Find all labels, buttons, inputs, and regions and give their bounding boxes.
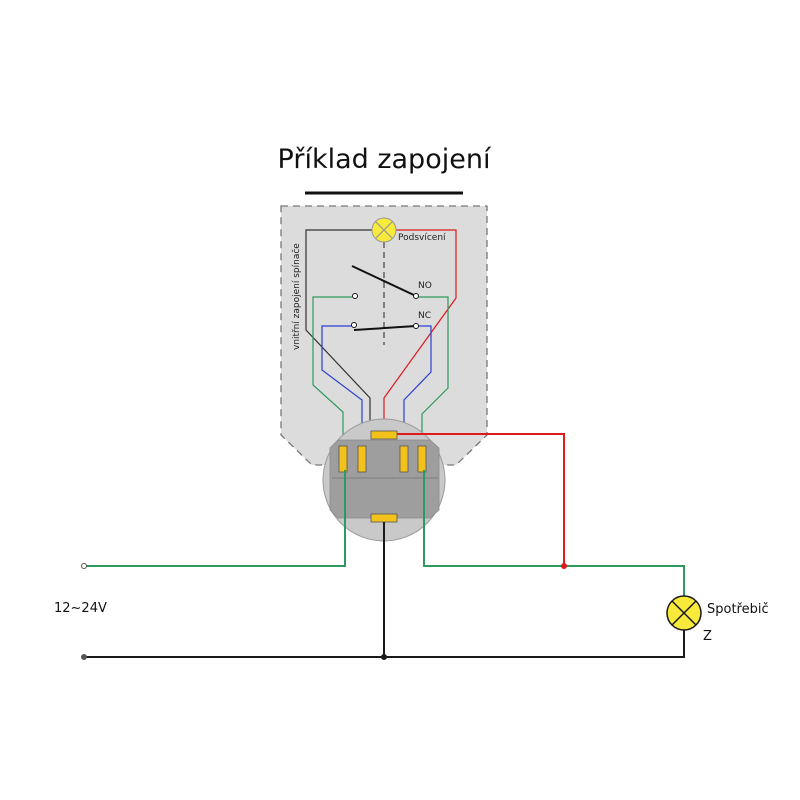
internal-wire-green-left	[312, 296, 352, 448]
nc-contact-point	[351, 322, 357, 328]
load-z-label: Z	[703, 629, 712, 644]
pin-green-right	[417, 445, 427, 473]
pin-blue-left	[357, 445, 367, 473]
external-wire-black-return	[84, 630, 685, 658]
load-label: Spotřebič	[707, 602, 769, 617]
no-contact-point	[352, 293, 358, 299]
black-junction-dot	[381, 654, 387, 660]
external-wire-green-load	[423, 470, 685, 596]
internal-wire-black	[305, 229, 372, 440]
backlight-lamp-cross-2	[375, 221, 393, 239]
internal-wire-green-right	[416, 296, 449, 448]
no-contact-pivot	[413, 293, 419, 299]
common-pin	[370, 513, 398, 523]
backlight-label: Podsvícení	[398, 233, 446, 243]
supply-terminal-top	[81, 563, 87, 569]
nc-label: NC	[418, 311, 431, 321]
internal-wiring-label: vnitřní zapojení spínače	[291, 243, 302, 350]
supply-terminal-bottom	[81, 654, 87, 660]
pin-green-left	[338, 445, 348, 473]
switch-body	[329, 439, 440, 519]
red-junction-dot	[561, 563, 567, 569]
load-lamp-cross-2	[671, 600, 697, 626]
diagram-title: Příklad zapojení	[278, 144, 492, 175]
nc-contact-pivot	[413, 323, 419, 329]
external-wire-red	[397, 433, 565, 566]
internal-wire-red	[383, 229, 457, 436]
no-contact-lever	[351, 265, 417, 297]
no-label: NO	[418, 281, 432, 291]
pin-blue-right	[399, 445, 409, 473]
external-wire-green-supply	[84, 470, 346, 567]
nc-contact-lever	[353, 325, 417, 331]
voltage-label: 12~24V	[54, 601, 107, 616]
internal-wire-blue-right	[403, 325, 432, 448]
backlight-pin	[370, 430, 398, 440]
internal-wire-blue-left	[321, 325, 363, 448]
